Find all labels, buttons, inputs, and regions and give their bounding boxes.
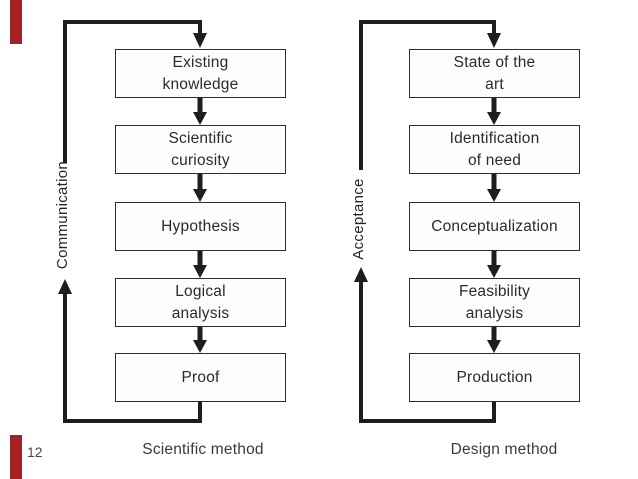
right-loop-top-line — [359, 20, 496, 170]
flow-box-label: Proof — [181, 368, 220, 386]
flow-box-label: Hypothesis — [161, 217, 240, 235]
right-arrow-1-head-icon — [487, 112, 501, 125]
red-accent-bar-top — [10, 0, 22, 44]
right-loop-up-arrowhead-icon — [354, 267, 368, 282]
flow-box-hypothesis: Hypothesis — [115, 202, 286, 251]
right-arrow-2-head-icon — [487, 189, 501, 202]
right-arrow-3-head-icon — [487, 265, 501, 278]
flow-box-label: Production — [456, 368, 533, 386]
caption-scientific-method: Scientific method — [142, 441, 264, 458]
flow-box-scientific-curiosity: Scientific curiosity — [115, 125, 286, 174]
right-arrow-4-head-icon — [487, 340, 501, 353]
flow-box-proof: Proof — [115, 353, 286, 402]
flow-box-state-of-the-art: State of the art — [409, 49, 580, 98]
left-arrow-1-head-icon — [193, 112, 207, 125]
left-loop-up-arrowhead-icon — [58, 279, 72, 294]
left-loop-bottom-line — [63, 293, 202, 423]
left-arrow-4-head-icon — [193, 340, 207, 353]
flow-box-label: Scientific curiosity — [168, 129, 233, 169]
page-number: 12 — [27, 444, 43, 460]
loop-label-acceptance: Acceptance — [350, 178, 367, 260]
caption-design-method: Design method — [450, 441, 558, 458]
flow-box-existing-knowledge: Existing knowledge — [115, 49, 286, 98]
loop-label-communication: Communication — [54, 160, 71, 270]
flow-box-logical-analysis: Logical analysis — [115, 278, 286, 327]
flow-box-label: Conceptualization — [431, 217, 558, 235]
flow-box-feasibility-analysis: Feasibility analysis — [409, 278, 580, 327]
flow-box-conceptualization: Conceptualization — [409, 202, 580, 251]
flow-box-label: Feasibility analysis — [458, 282, 531, 322]
left-loop-top-line — [63, 20, 202, 163]
flow-box-label: Existing knowledge — [162, 53, 239, 93]
flow-box-label: State of the art — [453, 53, 536, 93]
red-accent-bar-bottom — [10, 435, 22, 479]
flow-box-label: Logical analysis — [171, 282, 230, 322]
right-loop-bottom-line — [359, 281, 496, 423]
left-arrow-2-head-icon — [193, 189, 207, 202]
left-loop-down-arrowhead-icon — [193, 33, 207, 48]
flow-box-identification-of-need: Identification of need — [409, 125, 580, 174]
flow-box-label: Identification of need — [449, 129, 540, 169]
flow-box-production: Production — [409, 353, 580, 402]
right-loop-down-arrowhead-icon — [487, 33, 501, 48]
left-arrow-3-head-icon — [193, 265, 207, 278]
